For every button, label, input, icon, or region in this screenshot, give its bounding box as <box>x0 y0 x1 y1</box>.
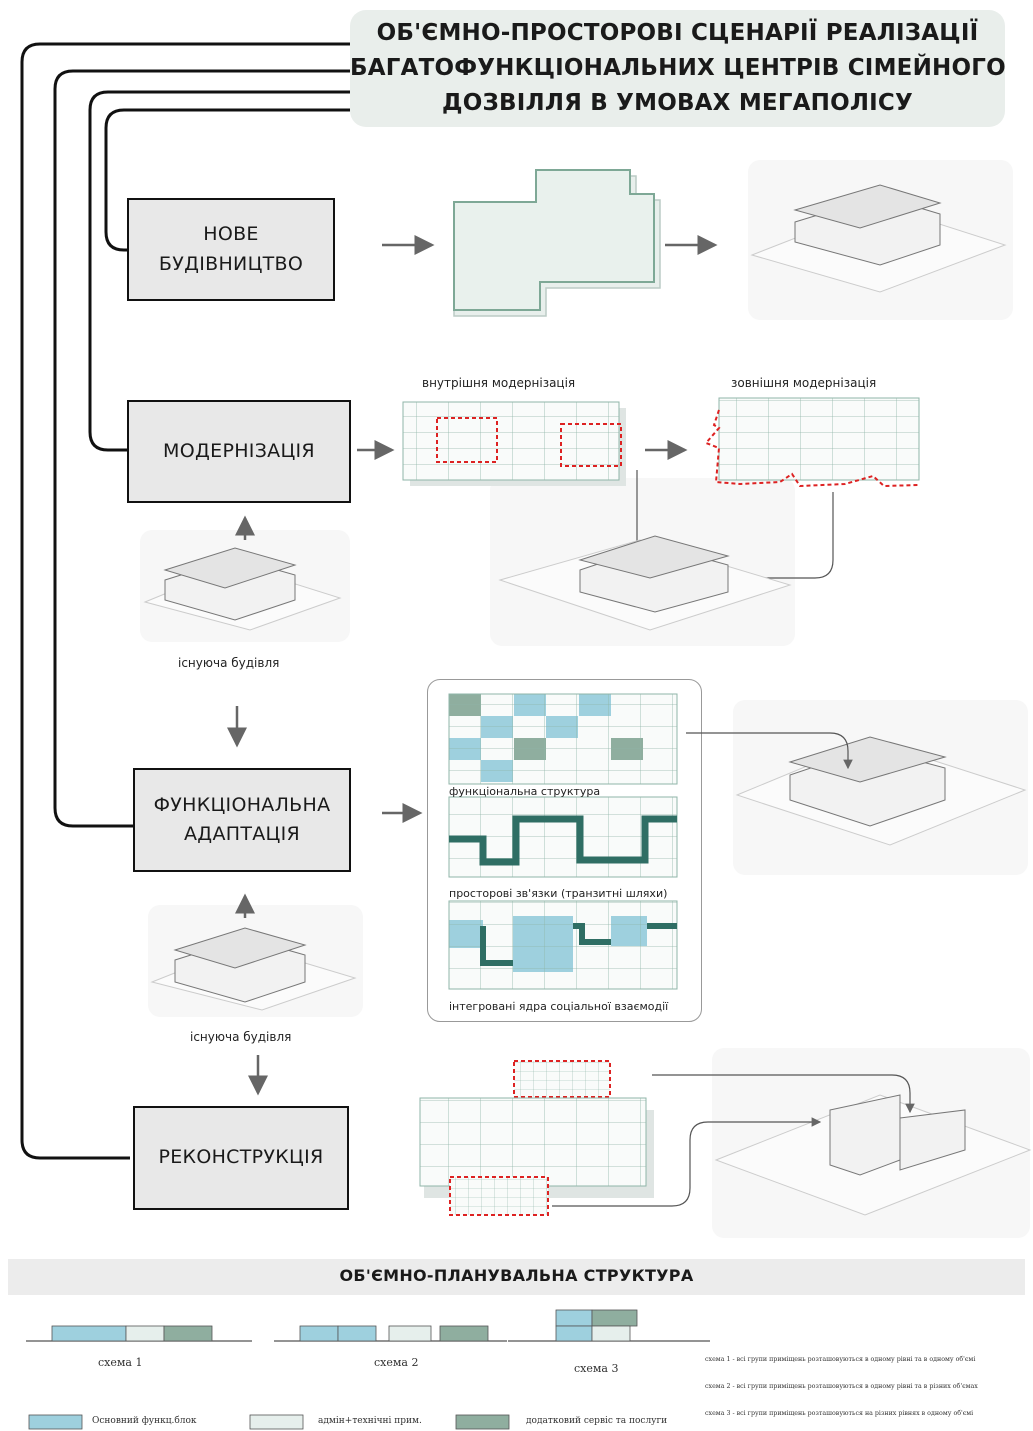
render-recon-wing <box>899 1109 966 1171</box>
link-external-render <box>735 492 834 579</box>
label-external-modernization: зовнішня модернізація <box>731 376 877 390</box>
scenario-adapt-line1: ФУНКЦІОНАЛЬНА <box>153 793 331 816</box>
scheme-2-label: схема 2 <box>374 1356 419 1369</box>
scheme1-admin <box>125 1325 165 1342</box>
reconstruction-grids <box>419 1060 654 1216</box>
title-line-1: ОБ'ЄМНО-ПРОСТОРОВІ СЦЕНАРІЇ РЕАЛІЗАЦІЇ <box>376 20 979 46</box>
render-new-roof <box>793 184 942 229</box>
scenario-modernization: МОДЕРНІЗАЦІЯ <box>127 400 351 503</box>
bottom-title: ОБ'ЄМНО-ПЛАНУВАЛЬНА СТРУКТУРА <box>339 1266 694 1285</box>
connector-modernization <box>88 90 350 452</box>
scheme3-main-bottom <box>555 1325 593 1342</box>
scheme1-extra <box>163 1325 213 1342</box>
link-adapt-render <box>686 732 853 770</box>
legend-main-swatch <box>28 1414 83 1430</box>
render-adapt-roof <box>788 736 947 783</box>
plan-outline <box>453 169 655 311</box>
title-line-3: ДОЗВІЛЛЯ В УМОВАХ МЕГАПОЛІСУ <box>442 90 913 116</box>
red-upper-add <box>513 1060 611 1098</box>
connector-reconstruction <box>20 42 350 1160</box>
label-existing-building-2: існуюча будівля <box>190 1030 292 1044</box>
red-lower-add <box>449 1176 549 1216</box>
external-modern-grid <box>704 397 920 488</box>
label-functional-structure: функціональна структура <box>449 785 601 798</box>
legend-swatches <box>28 1414 510 1430</box>
scheme2-main-b <box>337 1325 377 1342</box>
internal-modern-grid <box>402 401 626 486</box>
scheme3-admin <box>591 1325 631 1342</box>
title-line-2: БАГАТОФУНКЦІОНАЛЬНИХ ЦЕНТРІВ СІМЕЙНОГО <box>350 55 1006 81</box>
scheme-note-1: схема 1 - всі групи приміщень розташовую… <box>705 1356 976 1363</box>
link-recon-lower <box>552 1117 822 1207</box>
render-modern-roof <box>578 535 730 579</box>
existing-2-roof <box>173 927 307 969</box>
transit-path <box>449 815 677 866</box>
functional-structure-grid <box>448 693 678 785</box>
legend-extra-label: додатковий сервіс та послуги <box>526 1416 668 1426</box>
legend-main-label: Основний функц.блок <box>92 1416 197 1426</box>
scheme-diagrams <box>26 1309 710 1342</box>
label-integrated-cores: інтегровані ядра соціальної взаємодії <box>449 1000 669 1013</box>
scenario-new-line1: НОВЕ <box>203 223 259 246</box>
connector-new <box>104 108 350 252</box>
scheme2-admin <box>388 1325 432 1342</box>
scheme-note-2: схема 2 - всі групи приміщень розташовую… <box>705 1383 978 1390</box>
red-outline-external <box>704 409 920 488</box>
scheme2-main-a <box>299 1325 339 1342</box>
label-spatial-links: просторові зв'язки (транзитні шляхи) <box>449 887 668 900</box>
scenario-reconstruction: РЕКОНСТРУКЦІЯ <box>133 1106 349 1210</box>
scenario-modernization-label: МОДЕРНІЗАЦІЯ <box>163 439 315 462</box>
scheme-3-label: схема 3 <box>574 1362 619 1375</box>
scenario-reconstruction-label: РЕКОНСТРУКЦІЯ <box>158 1146 324 1169</box>
building-renders <box>143 184 1032 1216</box>
flow-arrows <box>227 235 718 1096</box>
scheme2-extra <box>439 1325 489 1342</box>
red-zone-1 <box>436 417 498 463</box>
scheme3-extra <box>591 1309 638 1327</box>
render-recon-tower <box>829 1094 901 1176</box>
scenario-functional-adaptation: ФУНКЦІОНАЛЬНА АДАПТАЦІЯ <box>133 768 351 872</box>
scheme-note-3: схема 3 - всі групи приміщень розташовую… <box>705 1410 974 1417</box>
connector-adaptation <box>53 69 350 828</box>
title-banner <box>350 10 1005 127</box>
scheme3-main-top <box>555 1309 593 1327</box>
label-existing-building-1: існуюча будівля <box>178 656 280 670</box>
link-recon-upper <box>652 1074 915 1114</box>
bottom-title-band <box>8 1259 1025 1295</box>
scenario-adapt-line2: АДАПТАЦІЯ <box>184 823 300 845</box>
connector-lines <box>20 42 350 1160</box>
legend-extra-swatch <box>455 1414 510 1430</box>
spatial-links-grid <box>448 796 678 878</box>
label-internal-modernization: внутрішня модернізація <box>422 376 576 390</box>
red-zone-2 <box>560 423 622 467</box>
legend-admin-swatch <box>249 1414 304 1430</box>
new-plan-shape <box>453 169 661 317</box>
integrated-cores-grid <box>448 900 678 990</box>
scheme-1-label: схема 1 <box>98 1356 143 1369</box>
scenario-new-construction: НОВЕ БУДІВНИЦТВО <box>127 198 335 301</box>
scenario-new-line2: БУДІВНИЦТВО <box>158 252 304 275</box>
existing-1-roof <box>163 547 297 589</box>
legend-admin-label: адмін+технічні прим. <box>318 1416 422 1426</box>
core-links <box>480 923 677 966</box>
scheme1-main <box>51 1325 127 1342</box>
